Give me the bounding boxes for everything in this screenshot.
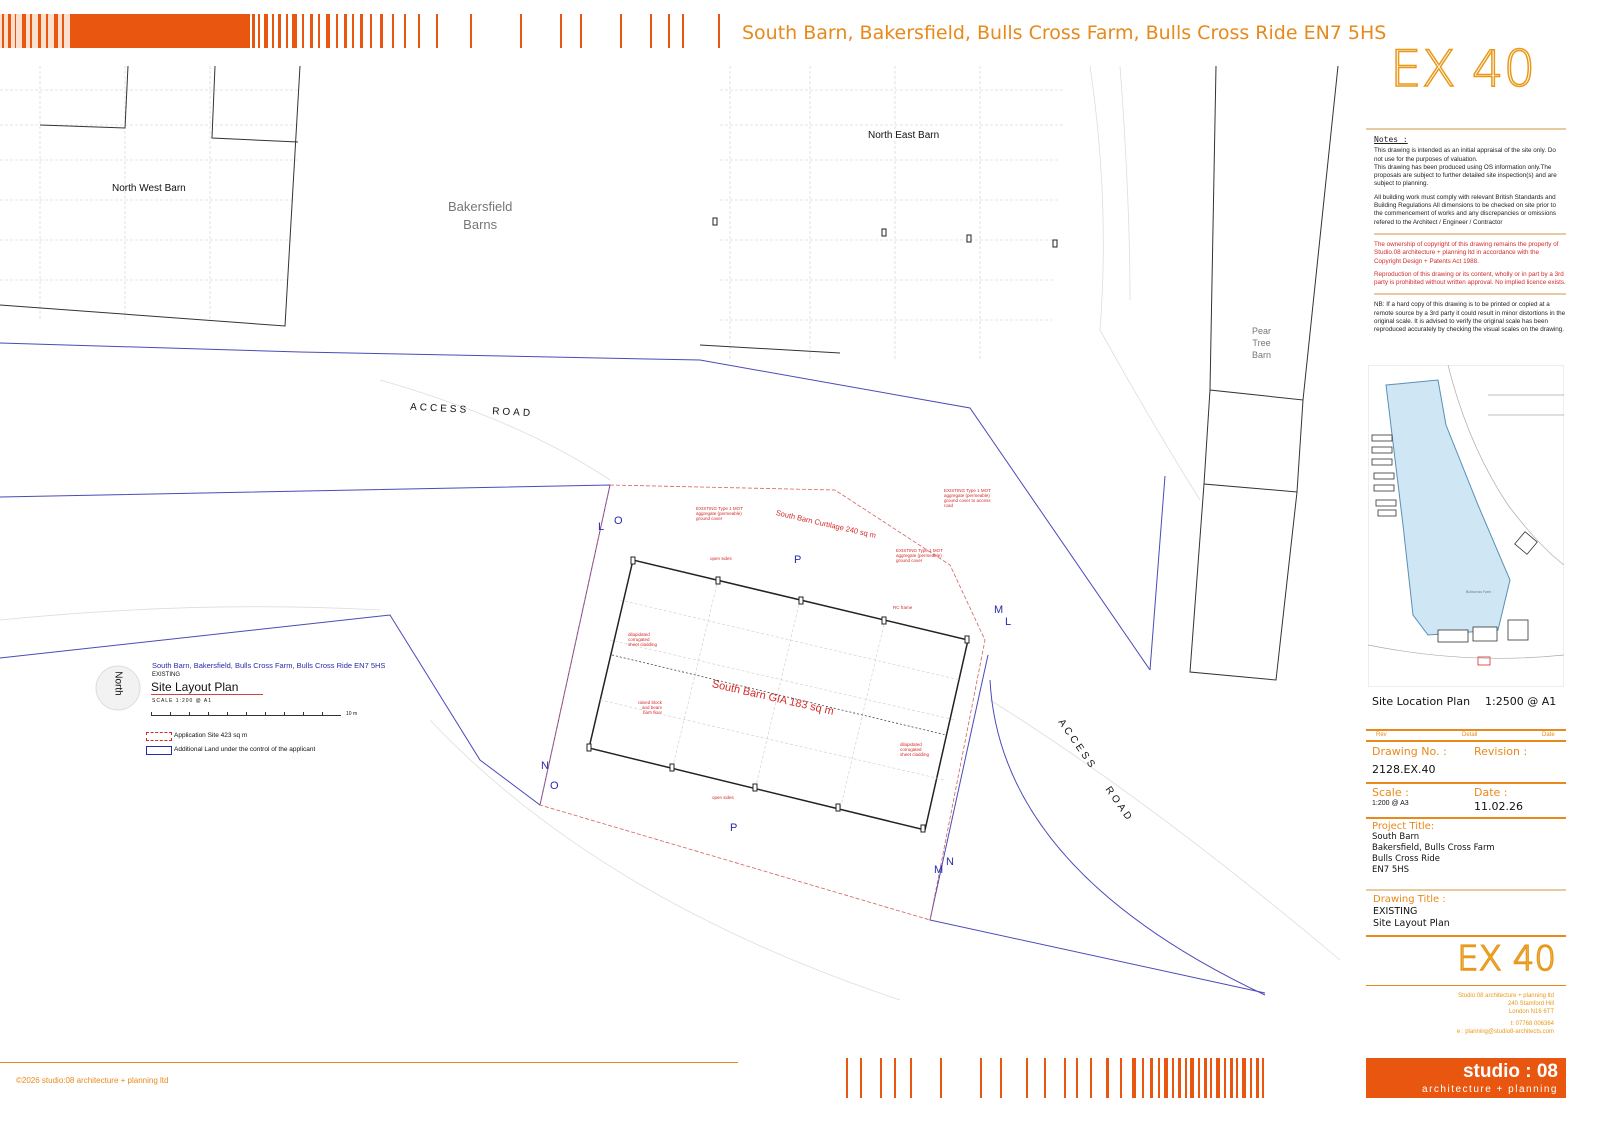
section-marker-m: M xyxy=(994,604,1004,616)
legend-swatch-additional-land xyxy=(146,746,172,755)
company-name: Studio:08 architecture + planning ltd xyxy=(1458,993,1554,999)
scale-value: 1:200 @ A3 xyxy=(1372,800,1409,807)
note: This drawing has been produced using OS … xyxy=(1374,163,1557,188)
date-value: 11.02.26 xyxy=(1474,800,1523,813)
company-address: 240 Stamford Hill xyxy=(1507,1001,1554,1007)
sheet-code-large: EX 40 xyxy=(1389,39,1536,99)
date-label: Date : xyxy=(1474,786,1508,799)
annotation: dilapidated corrugated sheet cladding xyxy=(900,742,930,757)
footer-rule xyxy=(0,1062,738,1063)
header-divider xyxy=(718,14,720,48)
section-marker-l: L xyxy=(598,521,605,533)
drawing-title-label: Drawing Title : xyxy=(1373,894,1446,905)
section-marker-n: N xyxy=(946,856,954,868)
date-column-label: Date xyxy=(1542,732,1555,738)
note-copyright: The ownership of copyright of this drawi… xyxy=(1374,240,1559,265)
note: This drawing is intended as an initial a… xyxy=(1374,147,1556,163)
project-line: EN7 5HS xyxy=(1372,865,1410,875)
notes-heading: Notes : xyxy=(1374,135,1408,144)
section-marker-o: O xyxy=(614,515,623,527)
drawing-title-line: EXISTING xyxy=(1373,906,1418,917)
annotation: RC frame xyxy=(893,605,913,610)
drawing-no: 2128.EX.40 xyxy=(1372,763,1436,776)
location-plan-title: Site Location Plan xyxy=(1372,695,1471,708)
section-marker-p: P xyxy=(794,554,802,566)
label-north-west-barn: North West Barn xyxy=(112,183,186,194)
notes-section: Notes : This drawing is intended as an i… xyxy=(1366,135,1566,335)
section-marker-n: N xyxy=(541,760,549,772)
project-title-label: Project Title: xyxy=(1372,821,1435,832)
label-bakersfield-barns: Bakersfield Barns xyxy=(448,199,513,232)
project-line: South Barn xyxy=(1372,832,1420,842)
project-line: Bakersfield, Bulls Cross Farm xyxy=(1372,843,1495,853)
key-status: EXISTING xyxy=(152,672,181,678)
section-marker-p: P xyxy=(730,822,738,834)
project-line: Bulls Cross Ride xyxy=(1372,854,1440,864)
footer-copyright: ©2026 studio:08 architecture + planning … xyxy=(16,1076,169,1085)
rev-label: Rev xyxy=(1376,732,1387,738)
location-plan-scale: 1:2500 @ A1 xyxy=(1485,695,1557,708)
sheet-code-small: EX 40 xyxy=(1456,938,1556,980)
section-marker-l: L xyxy=(1005,616,1012,628)
company-address: London N16 6TT xyxy=(1508,1009,1554,1015)
label-pear-tree-barn: Pear Tree Barn xyxy=(1252,326,1272,360)
legend-label: Additional Land under the control of the… xyxy=(174,746,316,753)
right-panel: Notes : This drawing is intended as an i… xyxy=(1366,128,1566,340)
site-location-plan-map: Bullscross Farm xyxy=(1368,365,1564,687)
north-label: North xyxy=(112,671,124,696)
drawing-title-line: Site Layout Plan xyxy=(1373,918,1450,929)
key-address: South Barn, Bakersfield, Bulls Cross Far… xyxy=(152,661,386,670)
legend-label: Application Site 423 sq m xyxy=(174,732,248,739)
footer-stripe-band xyxy=(846,1058,1264,1098)
label-north-east-barn: North East Barn xyxy=(868,130,940,141)
scale-bar xyxy=(151,712,341,716)
key-title: Site Layout Plan xyxy=(151,680,263,695)
company-phone: t: 07768 006364 xyxy=(1510,1021,1554,1027)
title-block: Rev Detail Date Drawing No. : Revision :… xyxy=(1366,729,1566,1036)
section-marker-o: O xyxy=(550,780,559,792)
annotation: dilapidated corrugated sheet cladding xyxy=(628,632,658,647)
studio08-logo: studio : 08 architecture + planning xyxy=(1366,1058,1566,1098)
legend-swatch-application-site xyxy=(146,732,172,741)
note: All building work must comply with relev… xyxy=(1374,193,1557,226)
annotation: open sides xyxy=(710,556,732,561)
site-plan-drawing xyxy=(0,65,1341,1001)
note-scale-warning: NB: If a hard copy of this drawing is to… xyxy=(1374,301,1566,334)
annotation: EXISTING Type 1 MOT aggregate (permeable… xyxy=(944,488,991,508)
annotation: EXISTING Type 1 MOT aggregate (permeable… xyxy=(696,506,743,521)
scale-label: Scale : xyxy=(1372,786,1409,799)
header-stripe-band xyxy=(0,14,684,48)
annotation: open sides xyxy=(712,795,734,800)
revision-label: Revision : xyxy=(1474,745,1528,758)
location-plan-label: Bullscross Farm xyxy=(1466,590,1491,594)
company-email: e : planning@studio8-architects.com xyxy=(1456,1029,1554,1035)
header-title: South Barn, Bakersfield, Bulls Cross Far… xyxy=(742,22,1387,44)
logo-sub: architecture + planning xyxy=(1422,1084,1558,1095)
drawing-no-label: Drawing No. : xyxy=(1372,745,1447,758)
annotation: raised block and beam barn floor xyxy=(637,700,662,715)
key-scale: SCALE 1:200 @ A1 xyxy=(152,698,212,704)
annotation: EXISTING Type 1 MOT aggregate (permeable… xyxy=(896,548,943,563)
logo-main: studio : 08 xyxy=(1462,1061,1558,1082)
note-reproduction: Reproduction of this drawing or its cont… xyxy=(1374,270,1566,287)
scale-bar-end: 10 m xyxy=(346,711,358,717)
detail-label: Detail xyxy=(1462,732,1478,738)
section-marker-m: M xyxy=(934,864,944,876)
